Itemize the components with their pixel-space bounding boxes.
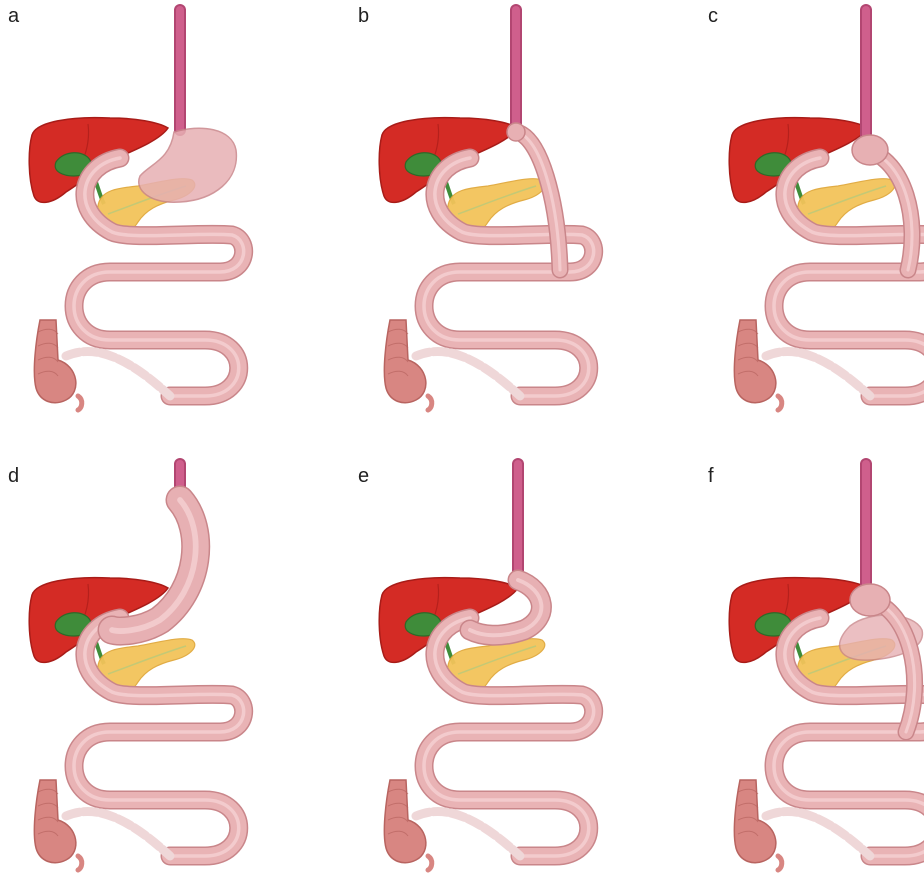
panel-c: c [700, 0, 924, 430]
anatomy-group [729, 10, 924, 410]
roux-limb [516, 132, 560, 270]
digestive-tract-illustration [700, 460, 924, 890]
digestive-tract-illustration [350, 0, 658, 430]
panel-e: e [350, 460, 658, 890]
bypass-loop [866, 150, 912, 270]
digestive-tract-illustration [0, 460, 308, 890]
digestive-tract-illustration [700, 0, 924, 430]
anatomy-group [729, 464, 924, 870]
panel-b: b [350, 0, 658, 430]
bariatric-surgery-figure: a b c d e f [0, 0, 924, 861]
panel-d: d [0, 460, 308, 890]
anatomy-group [29, 10, 243, 410]
anatomy-group [379, 464, 593, 870]
gastric-pouch [850, 584, 890, 616]
gastric-pouch [852, 135, 888, 165]
digestive-tract-illustration [350, 460, 658, 890]
anatomy-group [29, 464, 243, 870]
gastric-pouch [507, 123, 525, 141]
panel-f: f [700, 460, 924, 890]
panel-a: a [0, 0, 308, 430]
anatomy-group [379, 10, 593, 410]
digestive-tract-illustration [0, 0, 308, 430]
